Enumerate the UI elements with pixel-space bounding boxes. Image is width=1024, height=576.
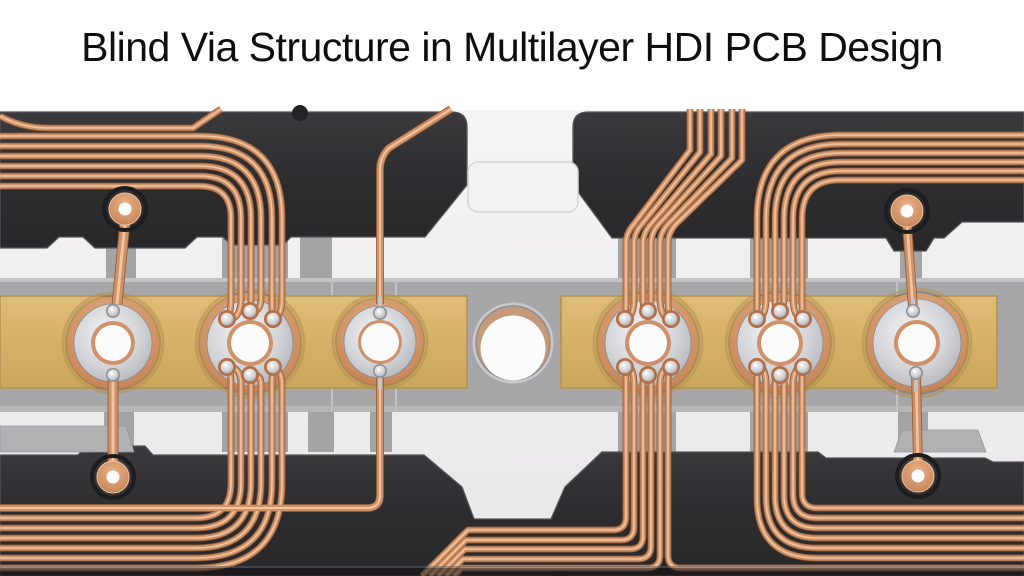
rivet xyxy=(218,310,236,328)
rivet xyxy=(241,302,259,320)
substrate-tab xyxy=(467,161,579,213)
title-band: Blind Via Structure in Multilayer HDI PC… xyxy=(0,0,1024,105)
rivet xyxy=(662,310,680,328)
annular-hole-pads xyxy=(90,186,941,500)
rivet xyxy=(639,366,657,384)
rivet xyxy=(771,366,789,384)
panel-notch-top xyxy=(292,105,308,121)
rivet-small xyxy=(373,306,387,320)
rivet xyxy=(218,358,236,376)
rivet-small xyxy=(373,364,387,378)
rivet-small xyxy=(906,304,920,318)
center-drill-hole xyxy=(472,302,554,384)
rivet xyxy=(264,358,282,376)
rivet xyxy=(616,358,634,376)
rivet-small xyxy=(106,368,120,382)
rivet xyxy=(662,358,680,376)
bottom-bevel-line xyxy=(0,566,1024,568)
bottom-bevel xyxy=(0,568,1024,576)
rivet xyxy=(748,358,766,376)
rivet xyxy=(639,302,657,320)
annular-hole-pad xyxy=(90,454,136,500)
rivet xyxy=(771,302,789,320)
rivet xyxy=(794,310,812,328)
annular-hole-pad xyxy=(895,453,941,499)
pad-rivets xyxy=(106,302,923,384)
rivet xyxy=(264,310,282,328)
annular-hole-pad xyxy=(884,188,930,234)
via-pad-6 xyxy=(861,287,973,399)
via-pad-1 xyxy=(61,291,165,395)
rivet-small xyxy=(909,366,923,380)
rivet xyxy=(748,310,766,328)
page-title: Blind Via Structure in Multilayer HDI PC… xyxy=(81,24,943,70)
rivet xyxy=(794,358,812,376)
rivet xyxy=(616,310,634,328)
annular-hole-pad xyxy=(102,186,148,232)
rivet-small xyxy=(106,304,120,318)
rivet xyxy=(241,366,259,384)
